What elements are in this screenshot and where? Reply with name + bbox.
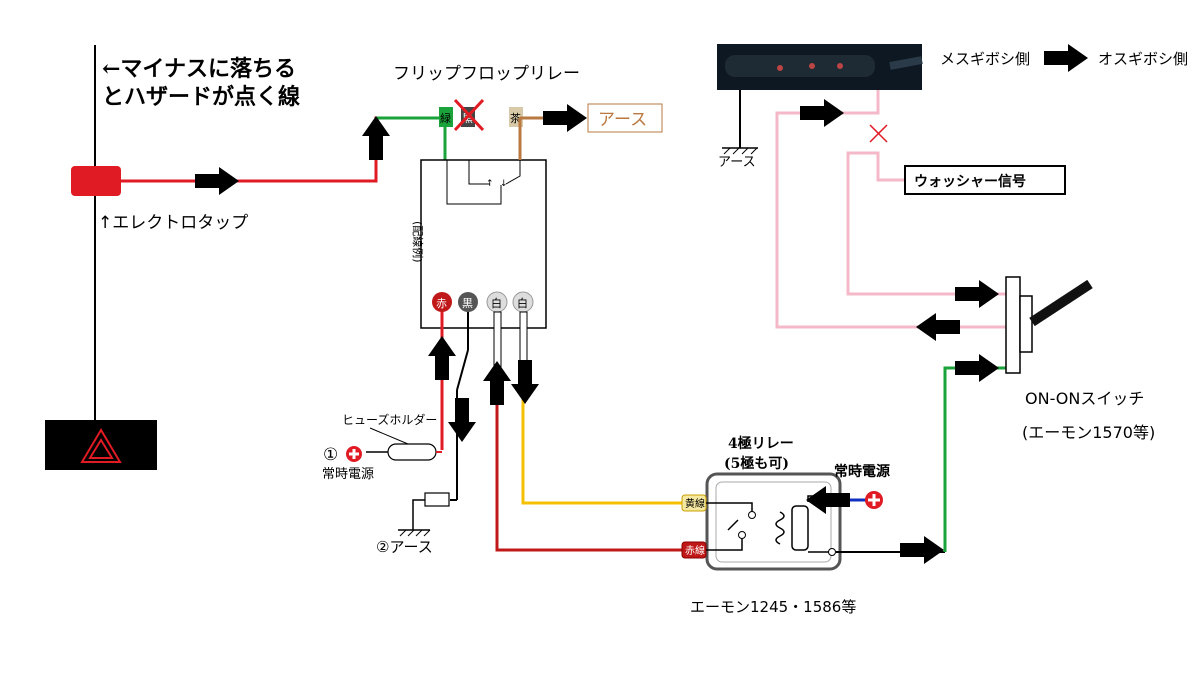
constant-power-number: ① xyxy=(323,445,338,465)
constant-power-label: 常時電源 xyxy=(322,467,374,482)
relay-constant-power-label: 常時電源 xyxy=(834,463,890,480)
svg-text:白: 白 xyxy=(517,296,528,310)
svg-text:赤線: 赤線 xyxy=(685,544,705,557)
arrow-icon xyxy=(800,99,844,127)
fuse-holder-label: ヒューズホルダー xyxy=(342,412,437,427)
flipflop-relay-title: フリップフロップリレー xyxy=(393,64,580,84)
ground-icon xyxy=(722,147,758,155)
arrow-icon xyxy=(916,313,960,341)
arrow-icon xyxy=(955,280,999,308)
arrow-icon xyxy=(1044,44,1088,72)
amon-relay-label: エーモン1245・1586等 xyxy=(690,598,856,616)
arrow-icon xyxy=(483,361,511,405)
terminal-bottom-red xyxy=(432,292,452,312)
toggle-switch-icon xyxy=(1005,276,1093,374)
fuse-holder-icon xyxy=(387,443,437,461)
arrow-icon xyxy=(428,336,456,380)
plus-icon xyxy=(346,446,362,462)
green-tap-wire xyxy=(376,116,447,160)
arrow-icon xyxy=(511,360,539,404)
arrow-icon xyxy=(195,167,239,195)
x-mark-icon xyxy=(453,98,485,132)
terminal-bottom-black xyxy=(458,292,478,312)
arrow-icon xyxy=(955,354,999,382)
yellow-relay-wire xyxy=(521,372,690,505)
green-switch-wire xyxy=(943,366,1006,552)
stalk-earth-label: アース xyxy=(718,155,756,170)
relay-coil-icon xyxy=(775,505,809,551)
svg-text:黒: 黒 xyxy=(462,297,473,310)
wiring-example-label: (配線例) xyxy=(411,221,425,263)
minus-annotation-line1: ←マイナスに落ちる xyxy=(102,56,296,82)
relay4-title-1: 4極リレー xyxy=(728,435,794,452)
turn-stalk-icon xyxy=(717,44,923,90)
terminal-top-green xyxy=(439,107,453,127)
pink-wire-inner xyxy=(846,151,1006,296)
plus-icon xyxy=(865,491,883,509)
relay4-body xyxy=(705,472,842,571)
svg-text:↓: ↓ xyxy=(500,179,508,189)
relay4-title-2: (5極も可) xyxy=(724,455,789,472)
earth2-label: ②アース xyxy=(376,538,433,556)
minus-annotation-line2: とハザードが点く線 xyxy=(102,84,300,110)
red-relay-wire xyxy=(495,372,690,552)
svg-text:黄線: 黄線 xyxy=(685,497,705,510)
onon-switch-model: (エーモン1570等) xyxy=(1022,423,1155,442)
earth-box xyxy=(587,103,663,133)
arrow-icon xyxy=(362,116,390,160)
svg-text:緑: 緑 xyxy=(440,111,451,125)
female-side-label: メスギボシ側 xyxy=(940,50,1030,68)
ground-icon xyxy=(398,529,431,537)
arrow-icon xyxy=(448,398,476,442)
pink-wire-outer xyxy=(775,90,1006,329)
arrow-icon xyxy=(900,536,944,564)
earth2-fuse-icon xyxy=(424,492,450,507)
red-tap-wire xyxy=(121,116,445,183)
svg-text:白: 白 xyxy=(491,296,502,310)
electro-tap-label: ↑エレクトロタップ xyxy=(98,213,248,233)
electro-tap-icon xyxy=(71,166,121,196)
svg-text:茶: 茶 xyxy=(510,112,521,125)
washer-signal-label: ウォッシャー信号 xyxy=(914,173,1026,190)
arrow-icon xyxy=(543,104,587,132)
onon-switch-label: ON-ONスイッチ xyxy=(1025,389,1144,408)
earth-box-label: アース xyxy=(598,110,647,130)
washer-signal-box xyxy=(904,165,1066,195)
svg-text:↑: ↑ xyxy=(486,179,494,189)
x-mark-icon xyxy=(869,124,888,143)
male-side-label: オスギボシ側 xyxy=(1098,50,1188,68)
svg-text:赤: 赤 xyxy=(436,297,447,310)
